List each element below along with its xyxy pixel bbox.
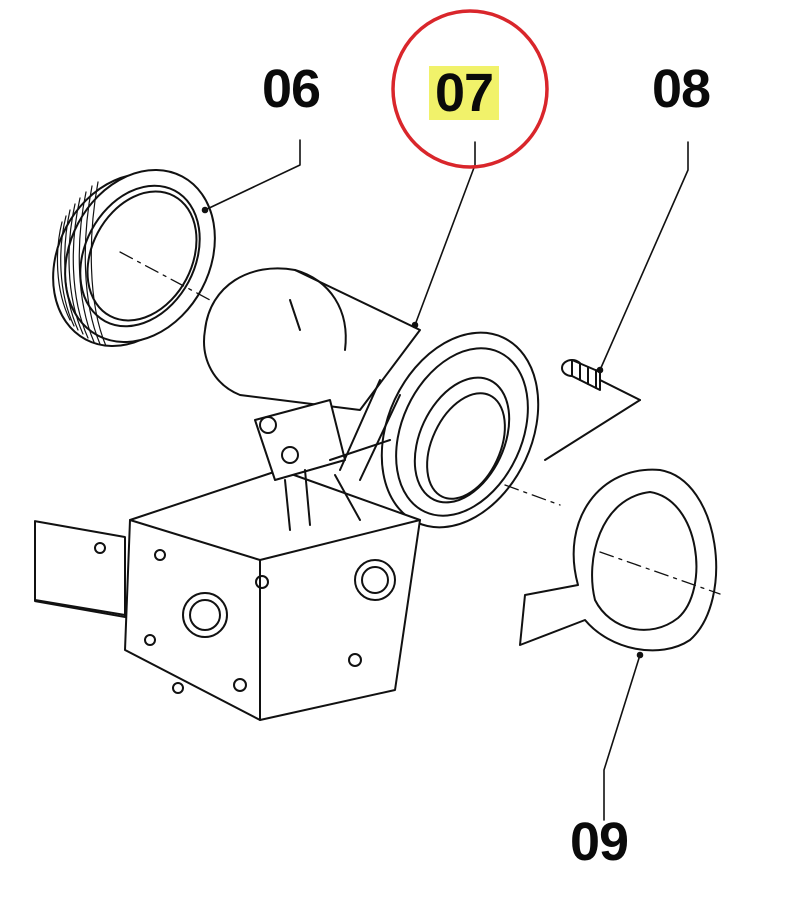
cylinder-07 [203,267,540,529]
part-number-06: 06 [262,59,321,119]
screw-08 [544,359,641,461]
seal-ring-06 [52,169,216,347]
leader-lines [201,139,689,821]
part-number-07-highlighted: 07 [429,66,500,120]
gasket-09 [504,468,721,652]
valve-body [34,399,421,721]
part-number-08: 08 [652,59,711,119]
highlight-circle [391,9,549,169]
part-number-09: 09 [570,812,629,872]
